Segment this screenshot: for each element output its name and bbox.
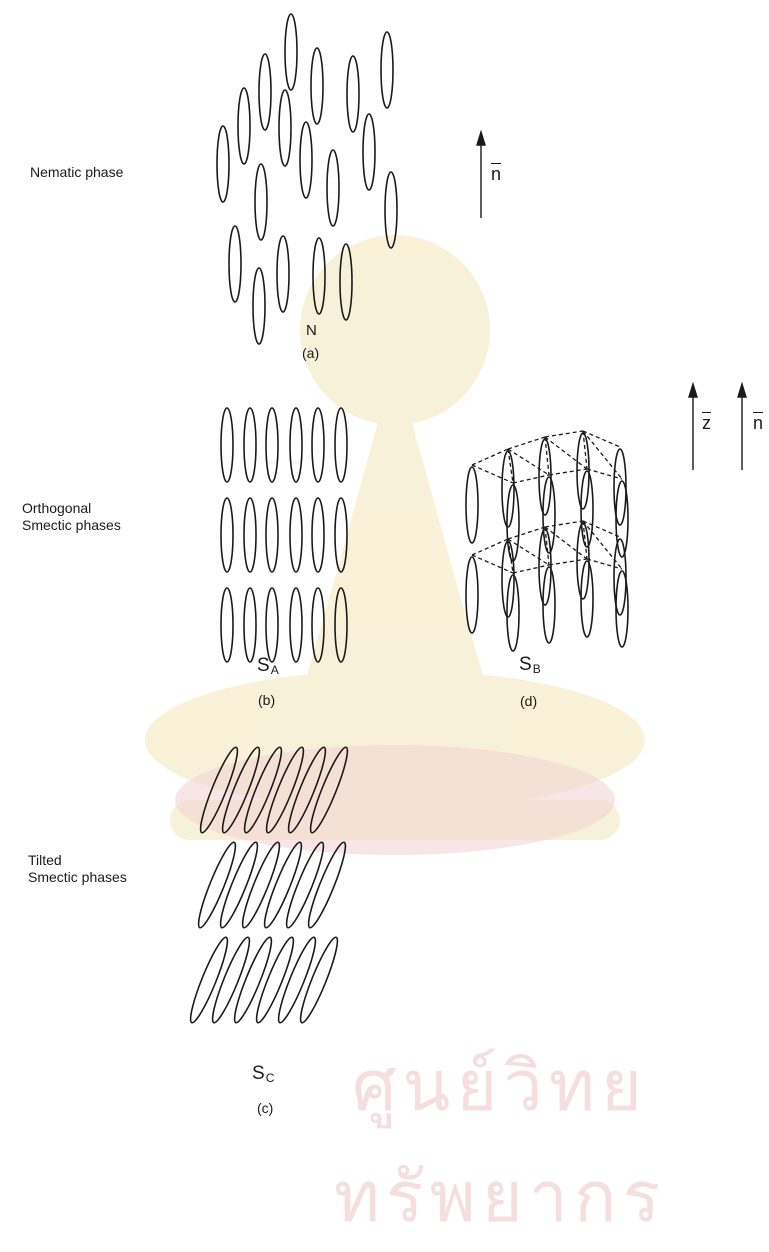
arrowhead-icon — [738, 384, 746, 397]
director-label-top: n — [491, 164, 501, 185]
director-label-right: n — [753, 413, 763, 434]
arrowhead-icon — [477, 132, 485, 145]
liquid-crystal-phases-figure: ศูนย์วิทยทรัพยากร Nematic phase Orthogon… — [0, 0, 769, 1124]
arrowhead-icon — [689, 384, 697, 397]
vector-arrows — [0, 0, 769, 1124]
layer-normal-label: z — [702, 413, 711, 434]
